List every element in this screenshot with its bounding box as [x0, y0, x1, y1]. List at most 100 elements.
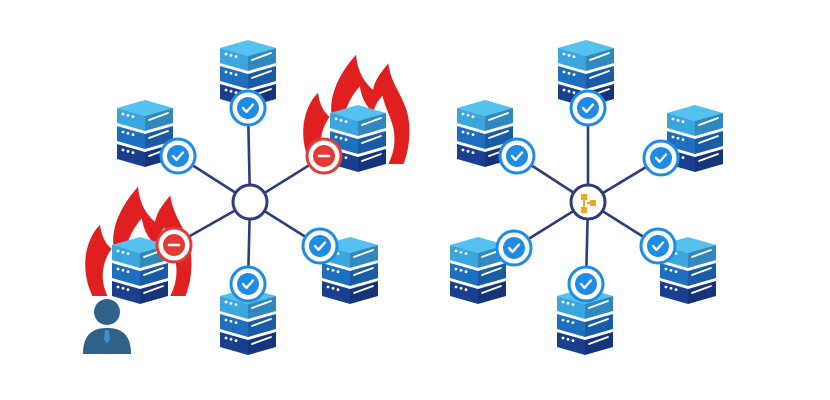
server-led — [121, 112, 125, 116]
server-led — [466, 131, 470, 135]
server-led — [572, 55, 576, 58]
router-icon — [581, 194, 596, 213]
router-node — [581, 194, 587, 200]
server-led — [471, 115, 475, 118]
server-led — [664, 285, 668, 289]
badge-fill — [503, 237, 525, 259]
router-node — [581, 207, 587, 213]
server-led — [234, 339, 238, 342]
server-led — [121, 250, 125, 254]
server-icon — [117, 100, 173, 167]
badge-fill — [575, 273, 597, 295]
server-led — [464, 270, 468, 273]
server-led — [121, 286, 125, 290]
server-led — [471, 151, 475, 154]
server-node — [450, 237, 506, 304]
server-led — [234, 91, 238, 94]
server-led — [571, 303, 575, 306]
server-led — [339, 136, 343, 140]
check-badge — [229, 265, 267, 303]
server-led — [229, 53, 233, 57]
server-slot — [251, 336, 272, 345]
server-slot — [353, 267, 374, 276]
server-slot — [588, 336, 609, 345]
router-link — [583, 200, 590, 207]
server-slot — [361, 153, 382, 162]
server-slot — [481, 267, 502, 276]
server-led — [121, 130, 125, 134]
server-led — [561, 318, 565, 322]
badge-fill — [577, 97, 599, 119]
server-led — [562, 52, 566, 56]
server-led — [567, 53, 571, 57]
check-badge — [159, 137, 197, 175]
server-led — [671, 117, 675, 121]
badge-fill — [309, 235, 331, 257]
user-tie — [104, 330, 110, 344]
server-led — [674, 252, 678, 255]
server-led — [562, 70, 566, 74]
server-led — [126, 252, 130, 255]
server-led — [334, 135, 338, 139]
server-led — [126, 288, 130, 291]
server-icon — [330, 105, 386, 172]
server-node — [303, 54, 410, 172]
server-led — [344, 156, 348, 159]
server-led — [126, 113, 130, 117]
server-led — [116, 285, 120, 289]
checkmark-icon — [171, 151, 185, 161]
server-led — [674, 270, 678, 273]
badge-fill — [167, 145, 189, 167]
server-led — [681, 156, 685, 159]
user-icon — [83, 299, 131, 354]
server-slot — [251, 300, 272, 309]
server-slot — [588, 300, 609, 309]
server-led — [566, 301, 570, 305]
server-slot — [361, 117, 382, 126]
server-node — [220, 40, 276, 107]
checkmark-icon — [313, 241, 327, 251]
checkmark-icon — [579, 279, 593, 289]
server-led — [229, 71, 233, 75]
server-led — [229, 319, 233, 323]
server-led — [229, 301, 233, 305]
server-led — [126, 149, 130, 153]
error-badge — [305, 137, 343, 175]
server-slot — [488, 112, 509, 121]
server-slot — [251, 70, 272, 79]
server-led — [326, 285, 330, 289]
checkmark-icon — [241, 279, 255, 289]
server-slot — [488, 130, 509, 139]
server-led — [229, 89, 233, 93]
server-led — [562, 88, 566, 92]
server-slot — [588, 318, 609, 327]
server-led — [344, 138, 348, 141]
checkmark-icon — [654, 153, 668, 163]
server-led — [669, 286, 673, 290]
server-slot — [251, 52, 272, 61]
check-badge — [569, 89, 607, 127]
server-led — [131, 151, 135, 154]
checkmark-icon — [507, 243, 521, 253]
server-led — [671, 135, 675, 139]
server-led — [131, 133, 135, 136]
checkmark-icon — [510, 151, 524, 161]
checkmark-icon — [241, 103, 255, 113]
server-led — [561, 336, 565, 340]
server-slot — [698, 117, 719, 126]
server-led — [566, 319, 570, 323]
server-led — [126, 131, 130, 135]
server-slot — [148, 112, 169, 121]
server-node — [220, 288, 276, 355]
server-led — [572, 73, 576, 76]
server-led — [461, 130, 465, 134]
server-led — [454, 267, 458, 271]
server-slot — [251, 318, 272, 327]
server-led — [464, 252, 468, 255]
server-led — [234, 321, 238, 324]
server-led — [234, 303, 238, 306]
server-led — [336, 270, 340, 273]
server-slot — [353, 249, 374, 258]
